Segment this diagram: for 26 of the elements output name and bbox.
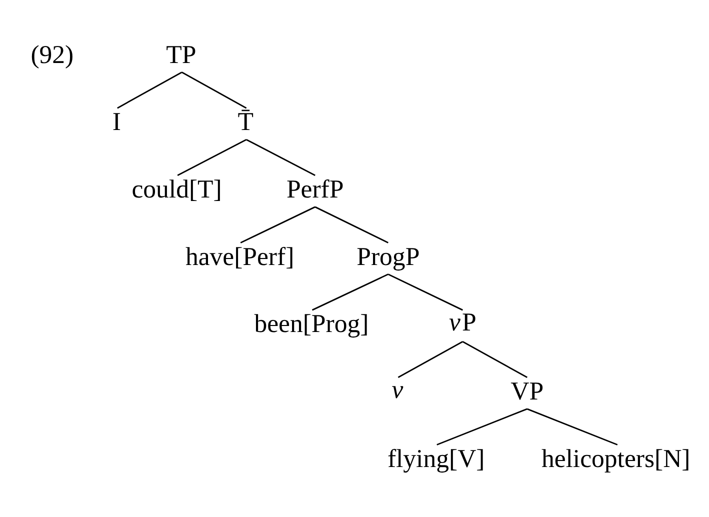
connector [436,408,528,446]
node-text: v [392,375,404,404]
connector [462,340,528,378]
node-text: ProgP [356,242,420,271]
node-text: vP [449,308,476,337]
node-text: been[Prog] [254,309,369,338]
connector [314,206,388,244]
connector [526,408,618,446]
connector [388,274,463,311]
node-text: have[Perf] [185,242,294,271]
node-text: PerfP [286,174,344,204]
node-text: T̄ [238,107,254,136]
connector [312,274,388,311]
node-text: flying[V] [387,444,485,473]
connector [398,340,464,378]
node-text: helicopters[N] [541,444,690,473]
connector [182,72,247,109]
connector [246,138,316,176]
node-text: I [112,107,121,136]
connector [240,206,316,244]
label: (92) [30,40,74,69]
connector [177,138,247,176]
node-text: could[T] [132,174,222,204]
connector [117,72,182,109]
node-text: TP [166,40,196,69]
node-text: VP [510,376,544,406]
